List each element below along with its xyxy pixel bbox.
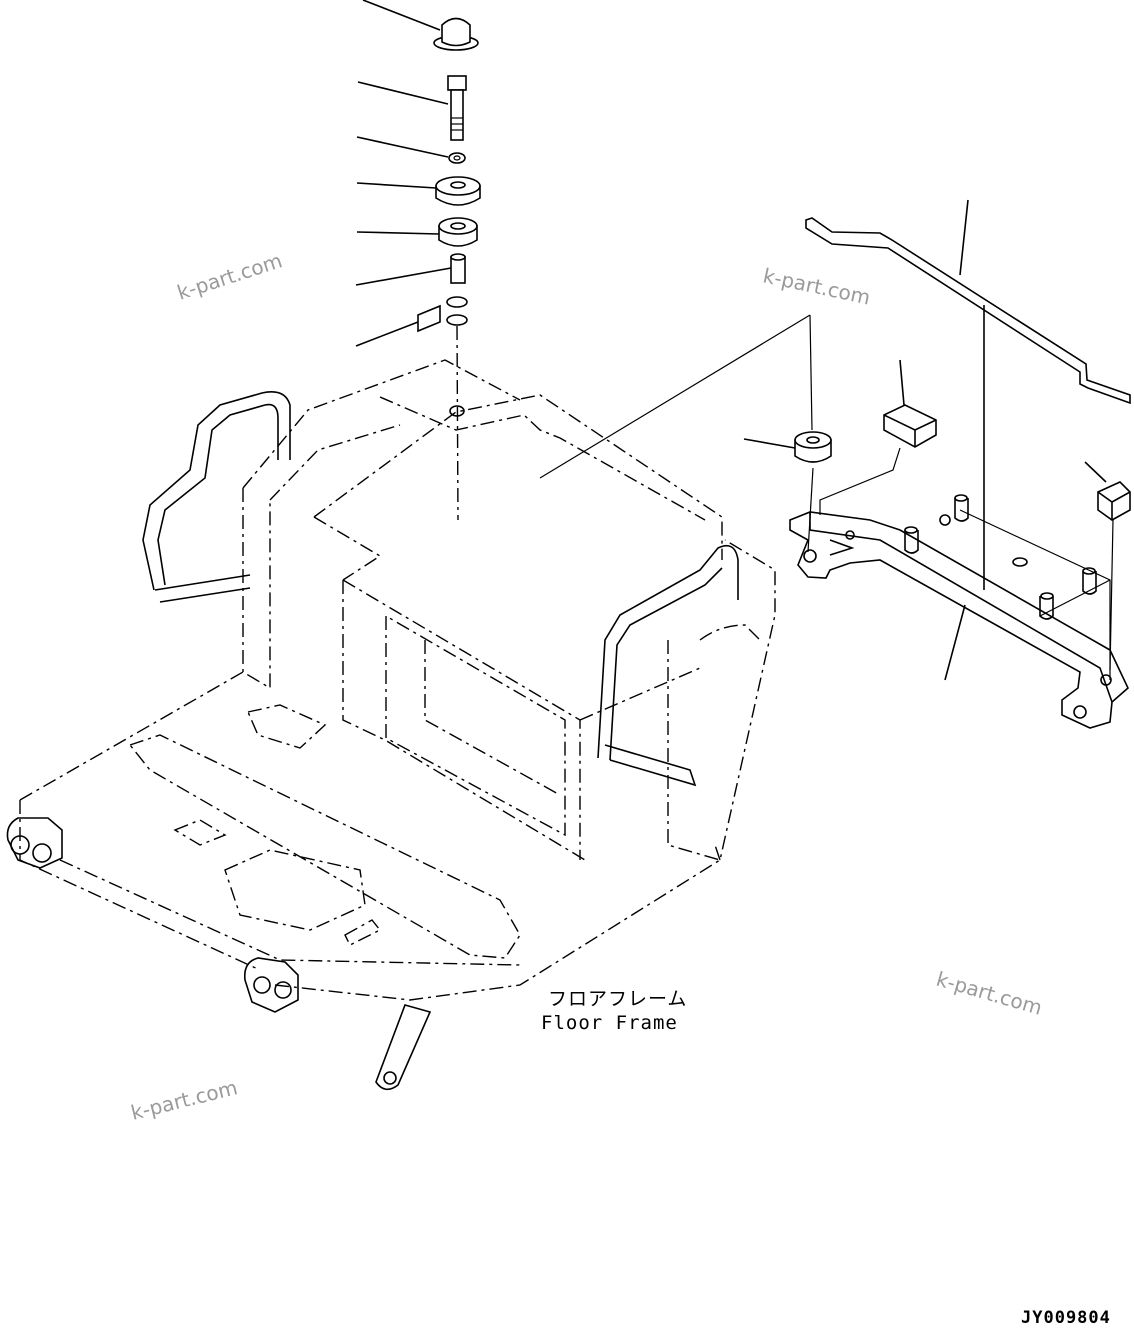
- floor-frame: [6, 359, 776, 1091]
- rail-part: [805, 199, 1131, 405]
- bracket-part: [789, 305, 1129, 729]
- watermark: k-part.com: [174, 248, 285, 304]
- floor-frame-label-jp: フロアフレーム: [548, 988, 687, 1010]
- rubber-spacer-part: [743, 431, 832, 463]
- floor-frame-label-en: Floor Frame: [541, 1012, 678, 1034]
- bolt-part: [357, 75, 467, 141]
- leader-lines: [539, 314, 1114, 671]
- washer-part: [356, 136, 466, 164]
- cap-part: [362, 0, 479, 51]
- upper-rubber-mount-part: [356, 176, 481, 206]
- watermark: k-part.com: [761, 263, 873, 309]
- o-rings-part: [355, 296, 468, 347]
- lower-rubber-mount-part: [356, 217, 478, 247]
- watermark: k-part.com: [128, 1075, 239, 1125]
- drawing-code: JY009804: [1021, 1308, 1111, 1328]
- watermark: k-part.com: [934, 967, 1045, 1020]
- pad-part-right: [1084, 461, 1131, 521]
- assembly-axis: [456, 325, 459, 521]
- collar-part: [355, 253, 466, 286]
- pad-part-left: [883, 359, 937, 448]
